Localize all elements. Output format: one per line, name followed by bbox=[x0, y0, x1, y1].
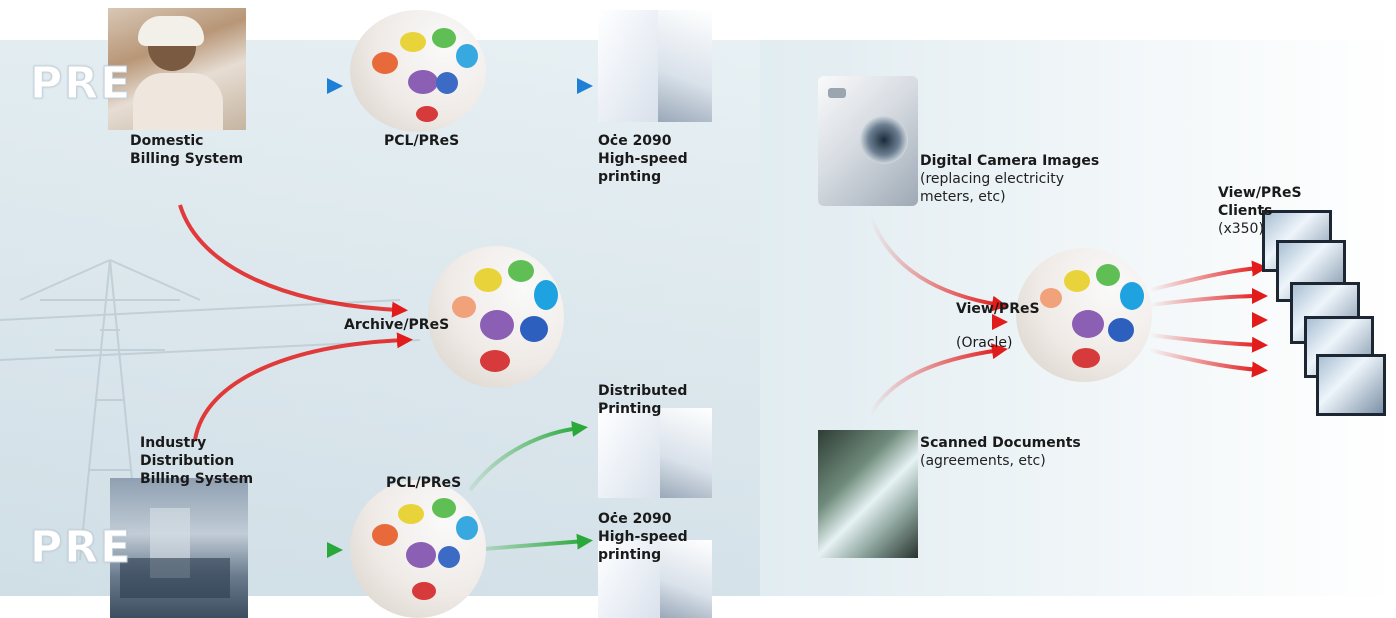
oce-printer-paper-top-icon bbox=[598, 10, 712, 122]
view-pres-label: View/PReS bbox=[956, 301, 1040, 317]
view-pres-clients-label: View/PReS Clients (x350) bbox=[1218, 185, 1302, 237]
oce-high-speed-bottom-label: Oċe 2090 High-speed printing bbox=[598, 511, 688, 563]
distributed-printing-label: Distributed Printing bbox=[598, 383, 688, 417]
domestic-billing-photo bbox=[108, 8, 246, 130]
digital-camera-label: Digital Camera Images (replacing electri… bbox=[920, 153, 1100, 205]
scanned-documents-photo bbox=[818, 430, 918, 558]
industry-billing-label: Industry Distribution Billing System bbox=[140, 435, 254, 487]
pre-logo-bottom: PRE bbox=[29, 522, 133, 574]
oce-high-speed-top-label: Oċe 2090 High-speed printing bbox=[598, 133, 688, 185]
archive-pres-palette-icon bbox=[428, 246, 564, 388]
digital-camera-photo bbox=[818, 76, 918, 206]
oracle-label: (Oracle) bbox=[956, 335, 1013, 351]
view-pres-palette-icon bbox=[1016, 248, 1152, 382]
pcl-pres-palette-top-icon bbox=[350, 10, 486, 132]
domestic-billing-label: Domestic Billing System bbox=[130, 133, 244, 167]
pcl-pres-top-label: PCL/PReS bbox=[384, 133, 460, 149]
pcl-pres-bottom-label: PCL/PReS bbox=[386, 475, 462, 491]
pre-logo-top: PRE bbox=[29, 58, 133, 110]
archive-pres-label: Archive/PReS bbox=[344, 317, 450, 333]
oce-printer-paper-bottom-icon bbox=[598, 540, 712, 618]
client-screen-icon bbox=[1316, 354, 1386, 416]
distributed-printing-paper-icon bbox=[598, 408, 712, 498]
industry-billing-photo bbox=[110, 478, 248, 618]
pcl-pres-palette-bottom-icon bbox=[350, 480, 486, 618]
scanned-documents-label: Scanned Documents (agreements, etc) bbox=[920, 435, 1081, 469]
